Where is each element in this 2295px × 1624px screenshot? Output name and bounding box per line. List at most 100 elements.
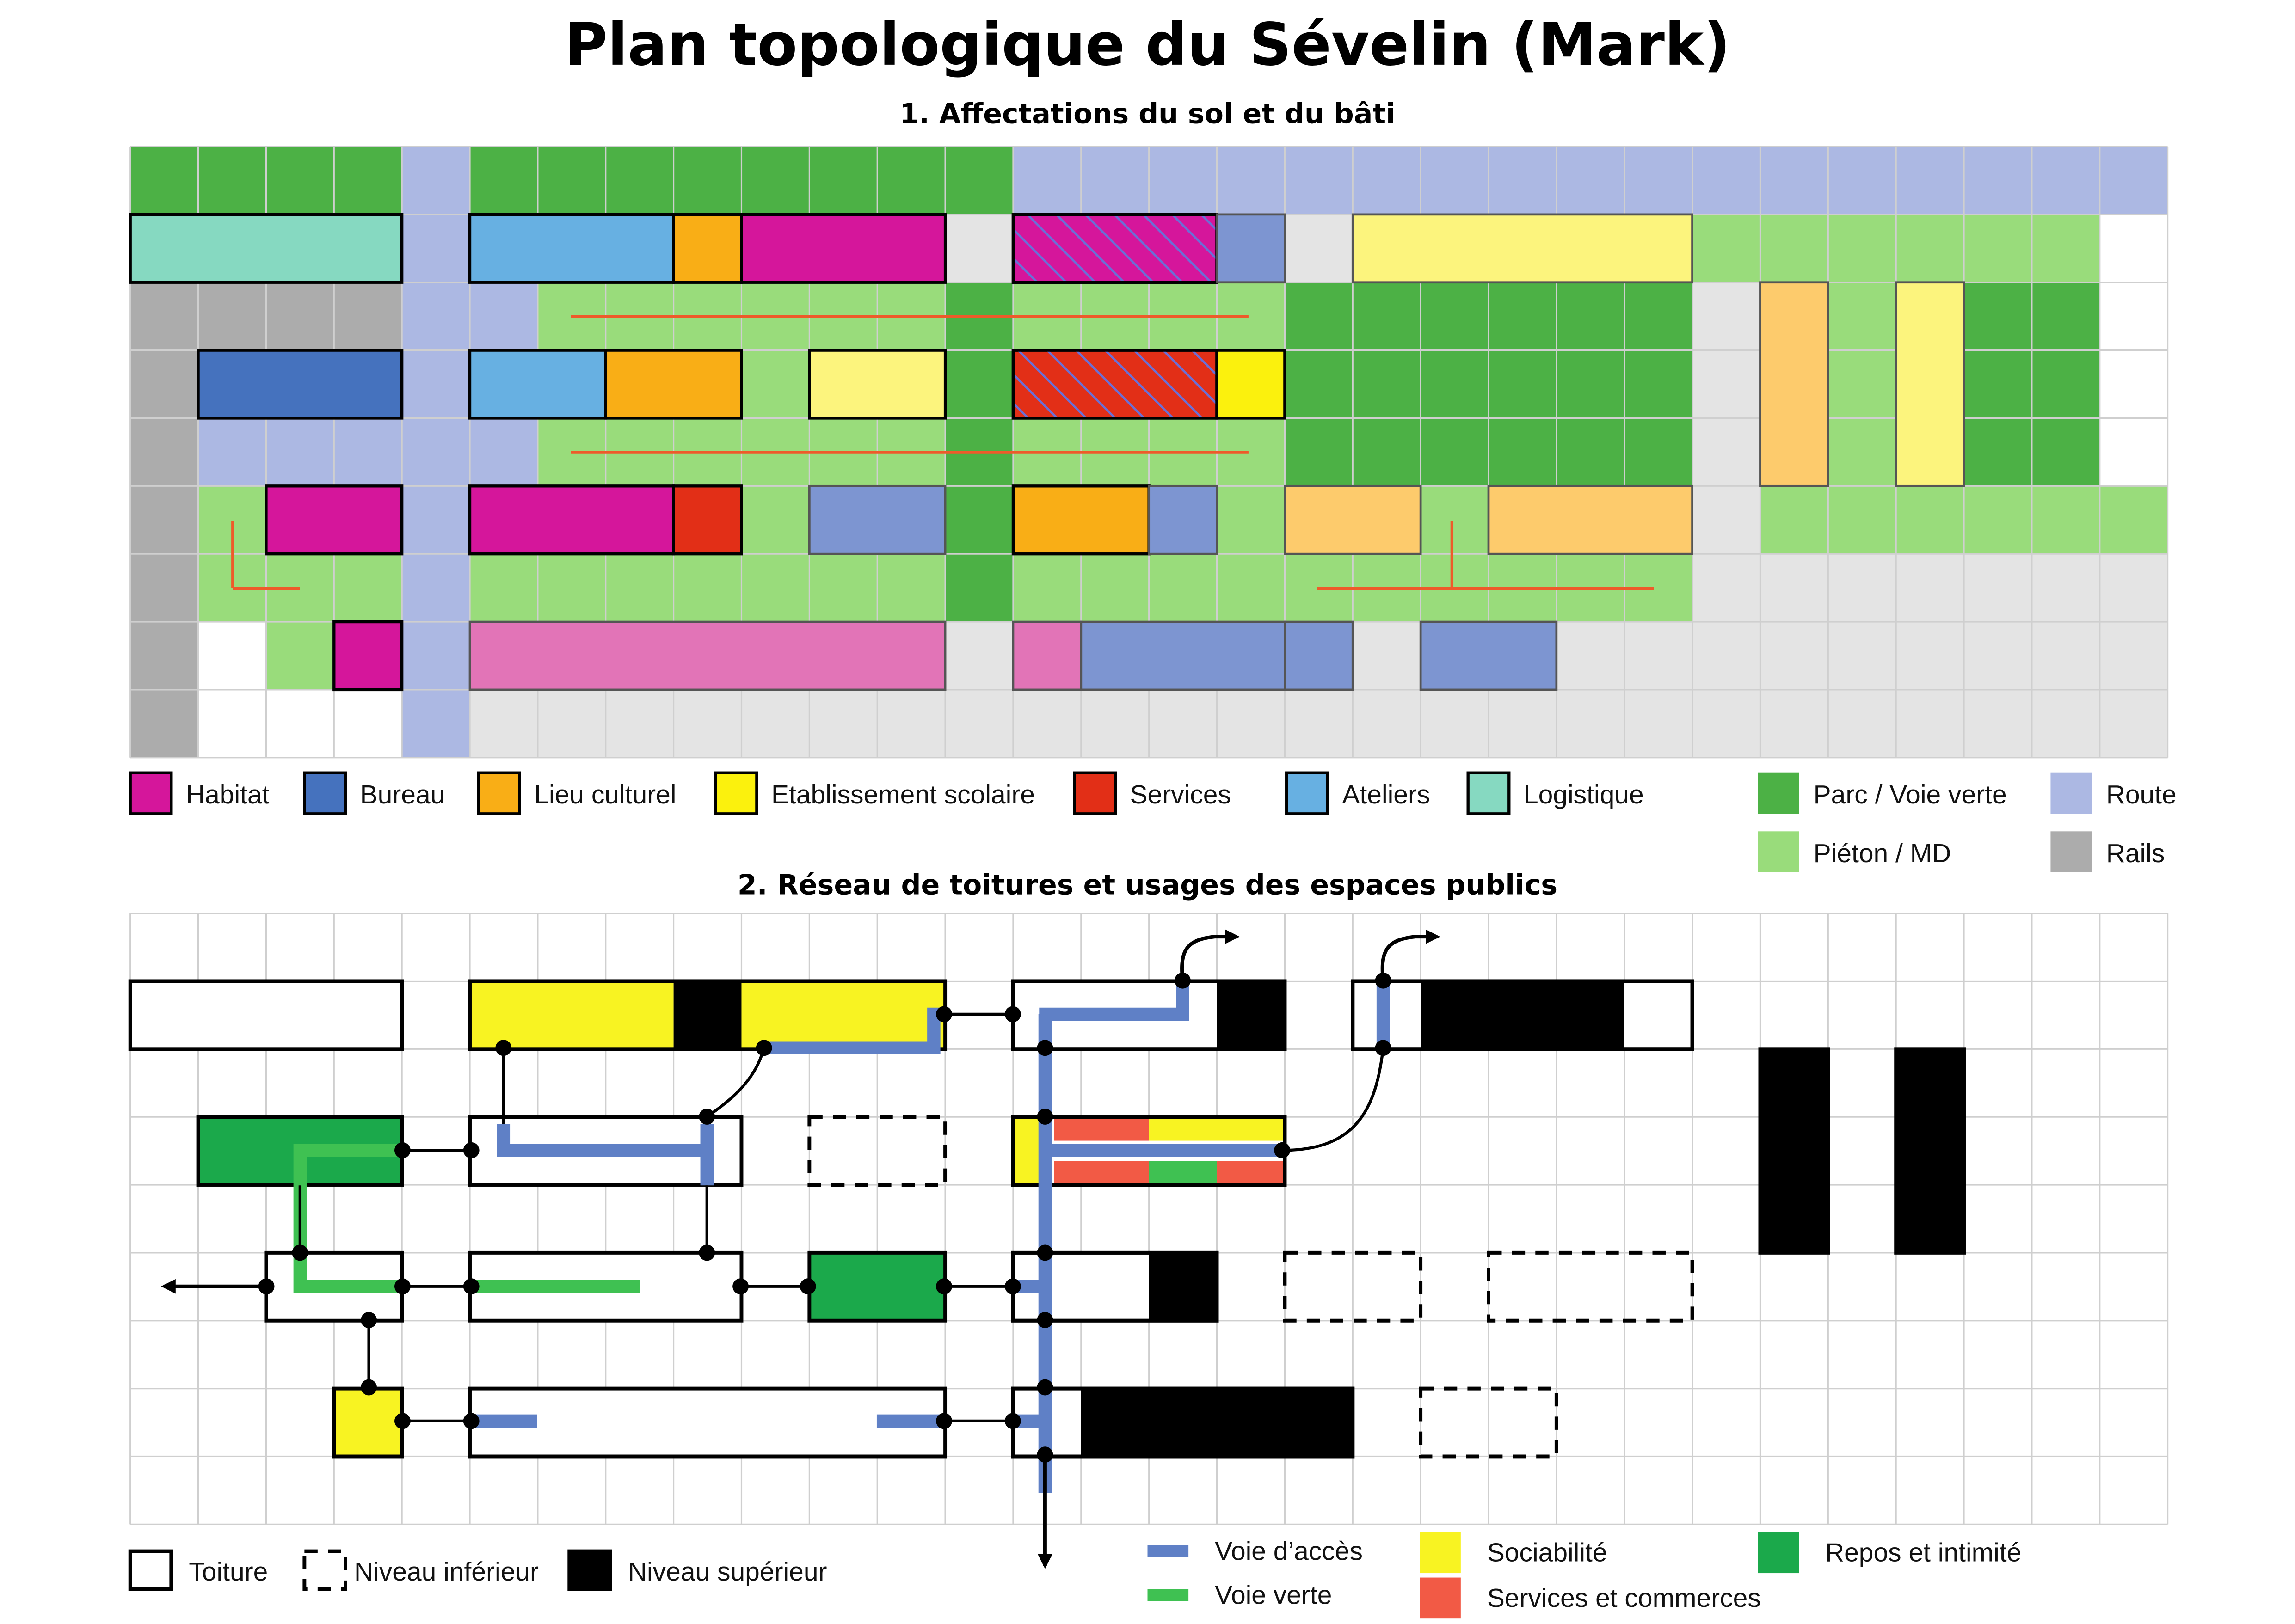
legend-swatch-inferieur	[302, 1549, 347, 1591]
network-node	[1037, 1244, 1053, 1261]
legend-label-ecole: Etablissement scolaire	[771, 780, 1035, 809]
network-node	[258, 1278, 275, 1295]
network-node	[1274, 1142, 1291, 1158]
land-use-map	[129, 146, 2169, 759]
legend-swatch-commerces	[1420, 1577, 1461, 1619]
legend-swatch-pieton	[1758, 831, 1799, 872]
roof-network-map	[128, 912, 2169, 1569]
network-node	[800, 1278, 816, 1295]
legend-swatch-culture	[477, 771, 521, 815]
commerce-area	[1217, 1161, 1285, 1185]
lower-level-block	[1487, 1250, 1694, 1323]
network-node	[463, 1142, 480, 1158]
green-strip	[1149, 1161, 1217, 1185]
building-bureau	[1148, 484, 1218, 555]
network-node	[1037, 1040, 1053, 1056]
sociability-block	[332, 1386, 404, 1459]
building-bureau	[808, 484, 947, 555]
building-habitat	[468, 620, 947, 691]
legend-label-habitat: Habitat	[186, 780, 270, 809]
building-culture	[1011, 484, 1151, 556]
building-bureau	[1216, 213, 1286, 284]
legend-label-parc: Parc / Voie verte	[1814, 780, 2007, 809]
section1-title: 1. Affectations du sol et du bâti	[899, 98, 1395, 130]
upper-level-area	[1217, 981, 1285, 1049]
network-node	[699, 1244, 715, 1261]
legend-label-acces: Voie d’accès	[1215, 1537, 1363, 1566]
legend-label-logistique: Logistique	[1524, 780, 1644, 809]
legend-label-culture: Lieu culturel	[534, 780, 676, 809]
network-node	[292, 1244, 308, 1261]
legend-swatch-rails	[2050, 831, 2092, 872]
legend-label-repos: Repos et intimité	[1825, 1538, 2021, 1568]
route-zone	[1013, 147, 2168, 214]
upper-level-area	[1081, 1388, 1353, 1457]
section2-title: 2. Réseau de toitures et usages des espa…	[738, 869, 1557, 901]
roof-block	[128, 979, 404, 1051]
upper-level-area	[673, 981, 742, 1049]
network-node	[1037, 1312, 1053, 1328]
building-culture	[1759, 281, 1829, 487]
exit-arrow	[1180, 929, 1240, 981]
lower-level-block	[1283, 1250, 1423, 1323]
access-path	[1039, 981, 1189, 1021]
network-node	[699, 1109, 715, 1125]
network-node	[936, 1006, 952, 1023]
building-ecole	[1351, 213, 1693, 284]
pedestrian-zone	[266, 622, 334, 690]
network-node	[732, 1278, 749, 1295]
rest-area	[807, 1250, 948, 1323]
lower-level-block	[807, 1115, 948, 1187]
building-culture	[1284, 484, 1422, 555]
legend-label-route: Route	[2106, 780, 2177, 809]
upper-level-block	[1894, 1047, 1966, 1255]
network-node	[495, 1040, 512, 1056]
network-node	[756, 1040, 772, 1056]
network-node	[1037, 1446, 1053, 1463]
commerce-area	[1054, 1117, 1149, 1141]
building-ecole	[1895, 281, 1965, 487]
building-culture	[672, 213, 743, 284]
legend-swatch-superieur	[567, 1549, 612, 1591]
building-ecole	[1215, 349, 1286, 420]
commerce-area	[1054, 1161, 1149, 1185]
building-culture	[604, 349, 743, 420]
building-services	[672, 484, 743, 556]
legend-label-toiture: Toiture	[189, 1557, 268, 1587]
legend-label-pieton: Piéton / MD	[1814, 839, 1951, 868]
legend-swatch-acces	[1147, 1545, 1189, 1557]
legend-swatch-route	[2050, 772, 2092, 814]
building-bureau	[1080, 620, 1286, 691]
lower-level-block	[1419, 1386, 1558, 1459]
legend-label-sociabilite: Sociabilité	[1487, 1538, 1607, 1568]
building-bureau	[1419, 620, 1558, 691]
upper-level-area	[1421, 981, 1624, 1049]
legend-swatch-bureau	[303, 771, 347, 815]
building-ateliers	[468, 349, 607, 420]
legend-label-ateliers: Ateliers	[1342, 780, 1430, 809]
building-bureau	[197, 349, 404, 420]
building-ecole	[808, 349, 947, 420]
roof-block	[468, 1386, 948, 1459]
upper-level-block	[1758, 1047, 1830, 1255]
sociability-area	[1149, 1117, 1285, 1141]
sociability-area	[470, 981, 674, 1049]
building-habitat-hatch	[1011, 213, 1218, 284]
legend-swatch-logistique	[1466, 771, 1511, 815]
building-culture	[1487, 484, 1693, 555]
network-node	[394, 1278, 411, 1295]
building-habitat	[468, 484, 675, 556]
building-ateliers	[468, 213, 675, 284]
building-bureau	[1284, 620, 1354, 691]
network-node	[1375, 1040, 1391, 1056]
network-node	[1037, 1379, 1053, 1396]
network-node	[936, 1413, 952, 1429]
legend-swatch-habitat	[129, 771, 173, 815]
building-habitat	[265, 484, 404, 556]
legend-swatch-parc	[1758, 772, 1799, 814]
connector-curve	[1282, 1048, 1385, 1152]
upper-level-area	[1149, 1252, 1217, 1321]
